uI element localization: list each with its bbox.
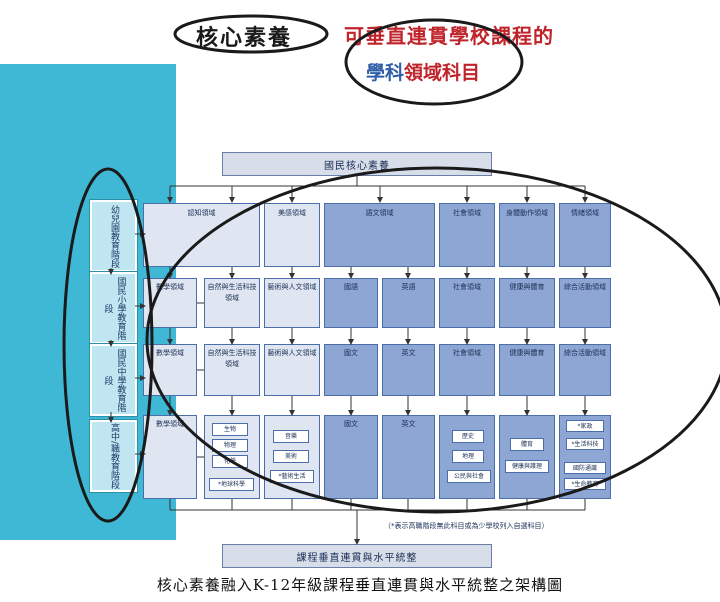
subject-title-circle [344, 18, 524, 106]
r1-aesthetic: 美感領域 [264, 203, 320, 267]
stages-circle [62, 167, 154, 523]
banner-bottom: 課程垂直連貫與水平統整 [222, 544, 492, 568]
subject-biology: 生物 [212, 423, 248, 436]
subject-civics: 公民與社會 [447, 470, 491, 483]
title-circled: 核心素養 [196, 26, 293, 51]
title-line2-red: 領域科目 [404, 62, 481, 84]
subject-arts-life: *藝術生活 [270, 470, 314, 483]
r1-emotional: 情緒領域 [559, 203, 611, 267]
hand-drawn-circles [62, 14, 720, 523]
r2-social: 社會領域 [439, 278, 495, 328]
subject-home-economics: *家政 [566, 420, 604, 432]
r4-pe-group [499, 415, 555, 499]
domains-circle [145, 166, 720, 514]
r1-language: 語文領域 [324, 203, 435, 267]
subject-fine-arts: 美術 [273, 450, 309, 463]
r4-chinese: 國文 [324, 415, 378, 499]
footnote: （*表示高職階段無此科目或為少學校列入自選科目） [384, 522, 549, 530]
r2-english: 英語 [382, 278, 435, 328]
subject-health-nursing: 健康與護理 [505, 460, 549, 473]
subject-geography: 地理 [452, 450, 484, 463]
stage-kindergarten: 幼兒園教育階段 [90, 200, 137, 272]
subject-pe: 體育 [510, 438, 544, 451]
subject-living-tech: *生活科技 [566, 438, 604, 450]
r3-chinese: 國文 [324, 344, 378, 396]
r1-physical: 身體動作領域 [499, 203, 555, 267]
r2-integrated: 綜合活動領域 [559, 278, 611, 328]
r3-integrated: 綜合活動領域 [559, 344, 611, 396]
r3-social: 社會領域 [439, 344, 495, 396]
subject-music: 音樂 [273, 430, 309, 443]
title-line2: 學科領域科目 [366, 58, 480, 85]
title-line2-blue: 學科 [366, 62, 405, 84]
r1-social: 社會領域 [439, 203, 495, 267]
r2-mandarin: 國語 [324, 278, 378, 328]
subject-history: 歷史 [452, 430, 484, 443]
stage-junior-high: 國民中學教育階段 [90, 344, 137, 416]
subject-earth-science: *地球科學 [209, 478, 254, 491]
banner-top: 國民核心素養 [222, 152, 492, 176]
subject-physics: 物理 [212, 439, 248, 452]
connector-lines [108, 176, 588, 545]
subject-defense: 國防通識 [564, 462, 606, 474]
r3-health-pe: 健康與體育 [499, 344, 555, 396]
r2-arts: 藝術與人文領域 [264, 278, 320, 328]
title-circle [173, 14, 329, 54]
r3-science: 自然與生活科技領域 [204, 344, 260, 396]
figure-caption: 核心素養融入K-12年級課程垂直連貫與水平統整之架構圖 [156, 576, 564, 594]
r3-english: 英文 [382, 344, 435, 396]
